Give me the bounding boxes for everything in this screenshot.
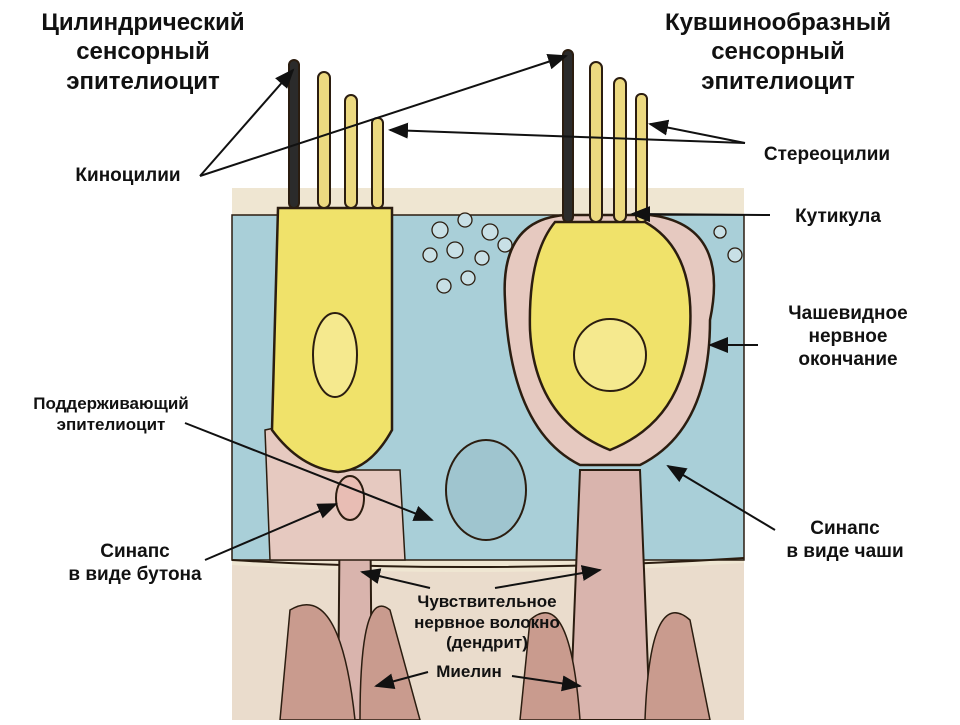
cuticle-label: Кутикула	[795, 206, 881, 227]
cylindrical-hair-bundle	[288, 59, 384, 209]
pitcher-cell-title: Кувшинообразный сенсорный эпителиоцит	[664, 9, 892, 95]
right-nerve-fiber	[568, 469, 652, 721]
stereocilium	[371, 117, 384, 209]
cup-ending-label: Чашевидное нервное окончание	[788, 303, 908, 371]
stereocilium	[317, 71, 331, 209]
cylindrical-cell-title: Цилиндрический сенсорный эпителиоцит	[41, 9, 245, 95]
synapse-bouton-label: Синапс в виде бутона	[68, 541, 202, 586]
stereocilium	[635, 93, 648, 223]
myelin-label: Миелин	[436, 662, 502, 681]
pointer-supporting	[184, 422, 434, 521]
pointer-myelin-right	[511, 675, 582, 692]
cylindrical-cell-nucleus	[312, 312, 358, 398]
synapse-cup-label: Синапс в виде чаши	[786, 518, 904, 563]
pointer-kinocilia-left	[199, 68, 295, 177]
basement-membrane	[231, 557, 745, 569]
pitcher-cell-nucleus	[573, 318, 647, 392]
supporting-cell-label: Поддерживающий эпителиоцит	[33, 394, 189, 434]
synaptic-bouton	[335, 475, 365, 521]
stereocilium	[613, 77, 627, 223]
pointer-stereocilia-right	[648, 119, 746, 144]
kinocilia-label: Киноцилии	[75, 165, 181, 186]
pointer-synapse-bouton	[204, 503, 338, 561]
pointer-fiber-left	[360, 568, 431, 589]
kinocilium-left	[288, 59, 300, 209]
pointer-myelin-left	[374, 671, 429, 690]
pointer-synapse-cup	[666, 464, 776, 531]
vesicles	[422, 212, 743, 294]
stereocilium	[589, 61, 603, 223]
pointer-stereocilia-left	[388, 122, 746, 144]
pointer-fiber-right	[494, 565, 602, 589]
pointer-lines	[184, 54, 776, 692]
large-oval-cell	[445, 439, 527, 541]
stereocilium	[344, 94, 358, 209]
pointer-kinocilia-right	[199, 54, 568, 177]
stereocilia-label: Стереоцилии	[763, 144, 891, 165]
sensory-fiber-label: Чувствительное нервное волокно (дендрит)	[414, 592, 560, 653]
pointer-cuticle	[630, 206, 771, 223]
